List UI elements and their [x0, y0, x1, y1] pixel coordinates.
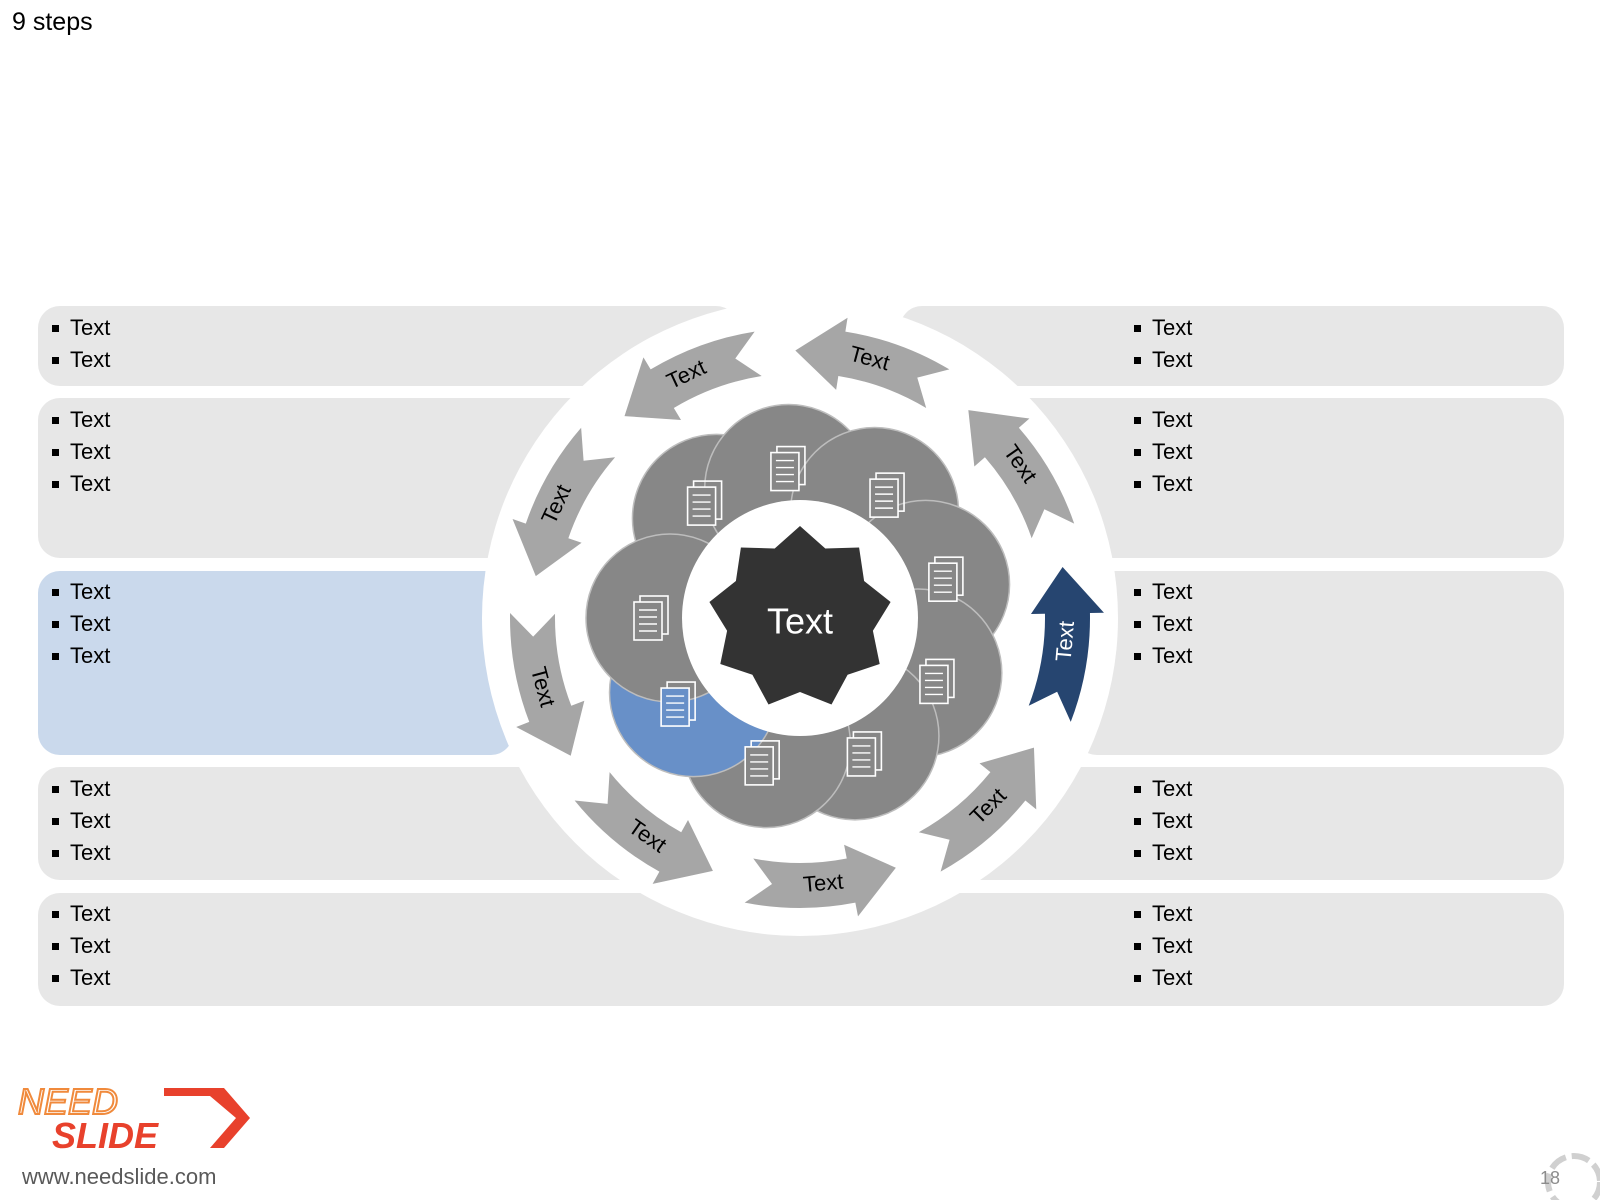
list-item: Text [1132, 608, 1192, 640]
panel-right-1 [900, 306, 1564, 386]
step-arrow-7 [744, 844, 896, 917]
list-item: Text [1132, 404, 1192, 436]
list-item: Text [1132, 640, 1192, 672]
document-icon [919, 658, 955, 705]
list-item: Text [50, 576, 110, 608]
list-item: Text [1132, 576, 1192, 608]
page-number: 18 [1540, 1168, 1561, 1188]
list-item: Text [50, 898, 110, 930]
panel-list-bottom-right: Text Text Text [1132, 898, 1192, 994]
document-icon [686, 480, 723, 526]
panel-left-3-active [38, 571, 513, 755]
panel-list-right-2: Text Text Text [1132, 404, 1192, 500]
step-arrow-4 [968, 410, 1075, 539]
document-icon [660, 681, 696, 727]
logo-text-slide: SLIDE [52, 1115, 159, 1152]
step-arrow-2 [624, 331, 762, 420]
list-item: Text [1132, 837, 1192, 869]
website-link[interactable]: www.needslide.com [22, 1164, 217, 1189]
logo-text-need: NEED [18, 1084, 118, 1122]
document-icon [869, 472, 905, 518]
list-item: Text [1132, 312, 1192, 344]
list-item: Text [50, 773, 110, 805]
logo-arrow-shape [164, 1088, 250, 1148]
list-item: Text [50, 436, 110, 468]
needslide-logo: NEED SLIDE [17, 1084, 250, 1152]
list-item: Text [1132, 962, 1192, 994]
list-item: Text [50, 837, 110, 869]
panel-list-left-3: Text Text Text [50, 576, 110, 672]
panel-right-3 [1075, 571, 1564, 755]
document-icon [928, 556, 964, 602]
list-item: Text [50, 312, 110, 344]
center-star [709, 526, 891, 705]
list-item: Text [50, 404, 110, 436]
center-label: Text [767, 601, 833, 642]
step-arrow-5 [1028, 566, 1104, 722]
step-label-7: Text [802, 869, 844, 897]
step-label-5: Text [1051, 620, 1079, 662]
list-item: Text [1132, 930, 1192, 962]
list-item: Text [50, 930, 110, 962]
document-icon [846, 731, 883, 777]
list-item: Text [1132, 344, 1192, 376]
list-item: Text [1132, 468, 1192, 500]
document-icon [744, 740, 780, 786]
list-item: Text [1132, 805, 1192, 837]
panel-list-left-1: Text Text [50, 312, 110, 376]
panel-list-bottom-left: Text Text Text [50, 898, 110, 994]
panel-list-right-4: Text Text Text [1132, 773, 1192, 869]
step-arrow-1 [512, 427, 616, 577]
list-item: Text [50, 608, 110, 640]
panel-list-left-4: Text Text Text [50, 773, 110, 869]
document-icon [633, 595, 669, 641]
panel-list-right-3: Text Text Text [1132, 576, 1192, 672]
list-item: Text [50, 805, 110, 837]
list-item: Text [1132, 773, 1192, 805]
list-item: Text [50, 962, 110, 994]
list-item: Text [1132, 898, 1192, 930]
step-arrow-3 [795, 317, 950, 408]
step-arrow-6 [918, 747, 1037, 872]
list-item: Text [50, 640, 110, 672]
document-icon [770, 445, 806, 492]
list-item: Text [50, 468, 110, 500]
list-item: Text [1132, 436, 1192, 468]
step-arrow-9 [510, 612, 585, 756]
list-item: Text [50, 344, 110, 376]
page-number-badge-icon [1545, 1153, 1600, 1200]
step-arrow-8 [574, 772, 713, 884]
panel-list-left-2: Text Text Text [50, 404, 110, 500]
slide-title: 9 steps [12, 8, 93, 36]
panel-list-right-1: Text Text [1132, 312, 1192, 376]
